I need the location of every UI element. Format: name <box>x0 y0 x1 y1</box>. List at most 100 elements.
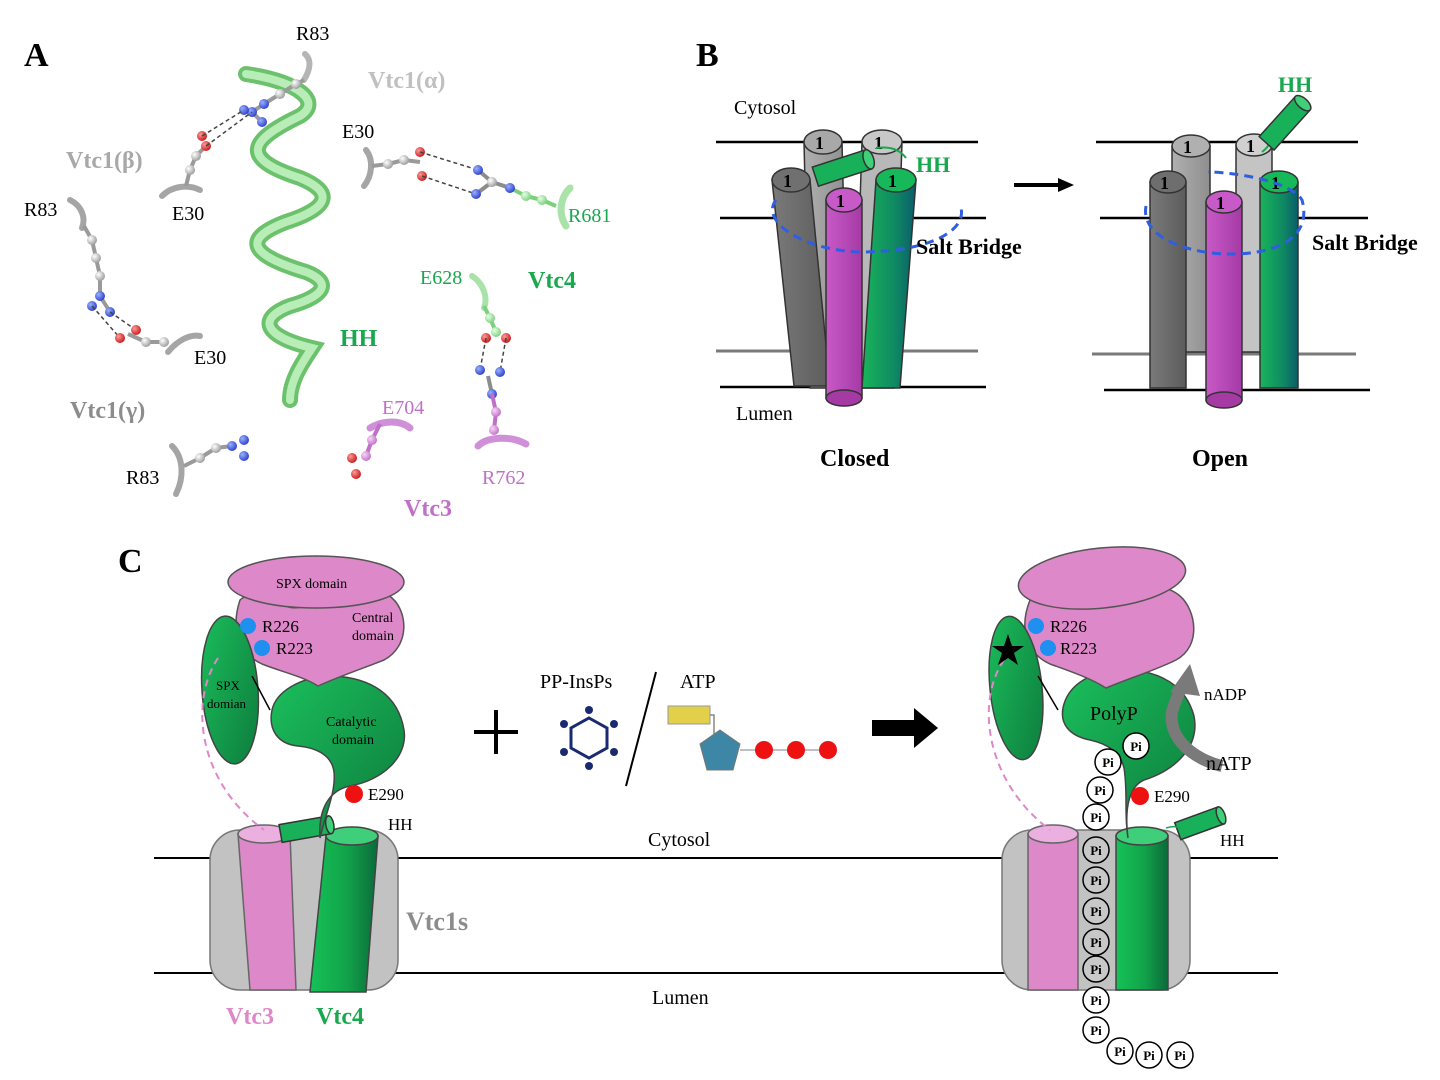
label-closed: Closed <box>820 446 890 472</box>
pi-bead: Pi <box>1135 1041 1163 1069</box>
open-helix-grey-dark-number: 1 <box>1160 173 1169 193</box>
vtc1-alpha-e30-residue <box>361 147 479 195</box>
vtc3-e704-residue <box>347 418 414 479</box>
label-r223-right: R223 <box>1060 639 1097 658</box>
label-vtc4-a: Vtc4 <box>528 268 576 294</box>
label-atp: ATP <box>680 671 716 693</box>
label-salt-bridge-closed: Salt Bridge <box>916 234 1022 259</box>
label-r83-left: R83 <box>24 199 57 221</box>
atp-molecule-icon <box>667 705 837 771</box>
pi-bead-label: Pi <box>1102 755 1114 770</box>
label-hh-closed: HH <box>916 152 950 177</box>
label-e30-gamma: E30 <box>194 347 226 369</box>
vtc3-r762-residue <box>474 365 530 450</box>
label-e290-left: E290 <box>368 785 404 804</box>
divider-slash <box>625 671 657 787</box>
panel-a-label: A <box>24 37 49 74</box>
label-vtc3-c: Vtc3 <box>226 1004 274 1030</box>
pi-bead-label: Pi <box>1090 810 1102 825</box>
pi-bead-label: Pi <box>1090 935 1102 950</box>
label-r226-left: R226 <box>262 617 299 636</box>
label-cytosol-c: Cytosol <box>648 829 711 851</box>
pi-bead: Pi <box>1166 1041 1194 1069</box>
pi-bead: Pi <box>1082 955 1110 983</box>
label-r83-top: R83 <box>296 23 329 45</box>
activation-arrow <box>872 708 938 748</box>
pi-bead-label: Pi <box>1090 904 1102 919</box>
label-spx-side-2: domian <box>207 696 246 711</box>
closed-helix-grey-mid-number: 1 <box>815 133 824 153</box>
vtc4-r681-residue <box>471 165 574 230</box>
closed-helix-grey-light-number: 1 <box>874 133 883 153</box>
label-e628: E628 <box>420 267 462 289</box>
star-icon <box>992 634 1024 665</box>
label-e704: E704 <box>382 397 424 419</box>
open-helix-grey-light-number: 1 <box>1246 136 1255 156</box>
panel-b-label: B <box>696 37 719 74</box>
open-helix-grey-dark: 1 <box>1149 170 1187 389</box>
label-hh-a: HH <box>340 326 378 352</box>
hh-helix <box>238 66 331 408</box>
label-e30-alpha: E30 <box>342 121 374 143</box>
vtc1-beta-e30-residue <box>159 109 253 199</box>
plus-sign <box>474 710 518 754</box>
label-lumen-c: Lumen <box>652 987 709 1009</box>
closed-hh-cylinder <box>811 146 907 188</box>
pi-bead-label: Pi <box>1090 1023 1102 1038</box>
label-catalytic-2: domain <box>332 733 374 748</box>
atp-adp-exchange-arrow <box>1165 664 1224 772</box>
closed-helix-magenta: 1 <box>825 187 863 407</box>
open-helix-green: 1 <box>1259 170 1299 389</box>
pi-bead-label: Pi <box>1090 962 1102 977</box>
pi-bead: Pi <box>1082 866 1110 894</box>
closed-helix-magenta-number: 1 <box>836 191 845 211</box>
label-salt-bridge-open: Salt Bridge <box>1312 230 1418 255</box>
panel-c-label: C <box>118 543 143 580</box>
pi-bead-label: Pi <box>1174 1048 1186 1063</box>
left-vtc-complex <box>200 555 406 993</box>
label-hh-left: HH <box>388 815 413 834</box>
transition-arrow-b <box>1014 178 1074 192</box>
panel-a: A <box>24 23 611 522</box>
pi-bead-label: Pi <box>1090 993 1102 1008</box>
label-catalytic-1: Catalytic <box>326 715 377 730</box>
pi-bead-label: Pi <box>1090 843 1102 858</box>
vtc1-alpha-r83-residue <box>239 51 313 127</box>
label-central-domain-1: Central <box>352 611 393 626</box>
vtc1-r83-bottom-residue <box>169 435 249 497</box>
label-hh-open: HH <box>1278 72 1312 97</box>
closed-helix-green-number: 1 <box>888 171 897 191</box>
pi-bead: Pi <box>1082 836 1110 864</box>
inositol-hexagon-icon <box>560 706 618 770</box>
pi-bead: Pi <box>1082 928 1110 956</box>
label-cytosol-b: Cytosol <box>734 97 797 119</box>
label-vtc1s: Vtc1s <box>406 907 468 936</box>
pi-bead-label: Pi <box>1094 783 1106 798</box>
pi-bead: Pi <box>1094 748 1122 776</box>
pi-bead: Pi <box>1082 986 1110 1014</box>
label-pp-insps: PP-InsPs <box>540 671 612 693</box>
open-salt-bridge <box>1144 170 1306 256</box>
label-natp: nATP <box>1206 753 1252 775</box>
label-spx-domain-top: SPX domain <box>276 577 347 592</box>
label-nadp: nADP <box>1204 685 1247 704</box>
label-vtc1-beta: Vtc1(β) <box>66 148 143 174</box>
label-r681: R681 <box>568 205 611 227</box>
panel-b: B Cytosol Lumen 1 1 1 1 <box>696 37 1418 472</box>
label-r83-bottom: R83 <box>126 467 159 489</box>
label-spx-side-1: SPX <box>216 678 240 693</box>
label-r223-left: R223 <box>276 639 313 658</box>
vtc4-e628-residue <box>469 273 511 373</box>
pi-bead-label: Pi <box>1114 1044 1126 1059</box>
label-vtc3-a: Vtc3 <box>404 496 452 522</box>
open-hh-cylinder <box>1258 94 1312 153</box>
label-polyp: PolyP <box>1090 703 1138 725</box>
pi-bead: Pi <box>1106 1037 1134 1065</box>
label-central-domain-2: domain <box>352 629 394 644</box>
label-r226-right: R226 <box>1050 617 1087 636</box>
closed-salt-bridge <box>771 199 963 254</box>
pi-bead: Pi <box>1082 803 1110 831</box>
pi-bead-label: Pi <box>1143 1048 1155 1063</box>
